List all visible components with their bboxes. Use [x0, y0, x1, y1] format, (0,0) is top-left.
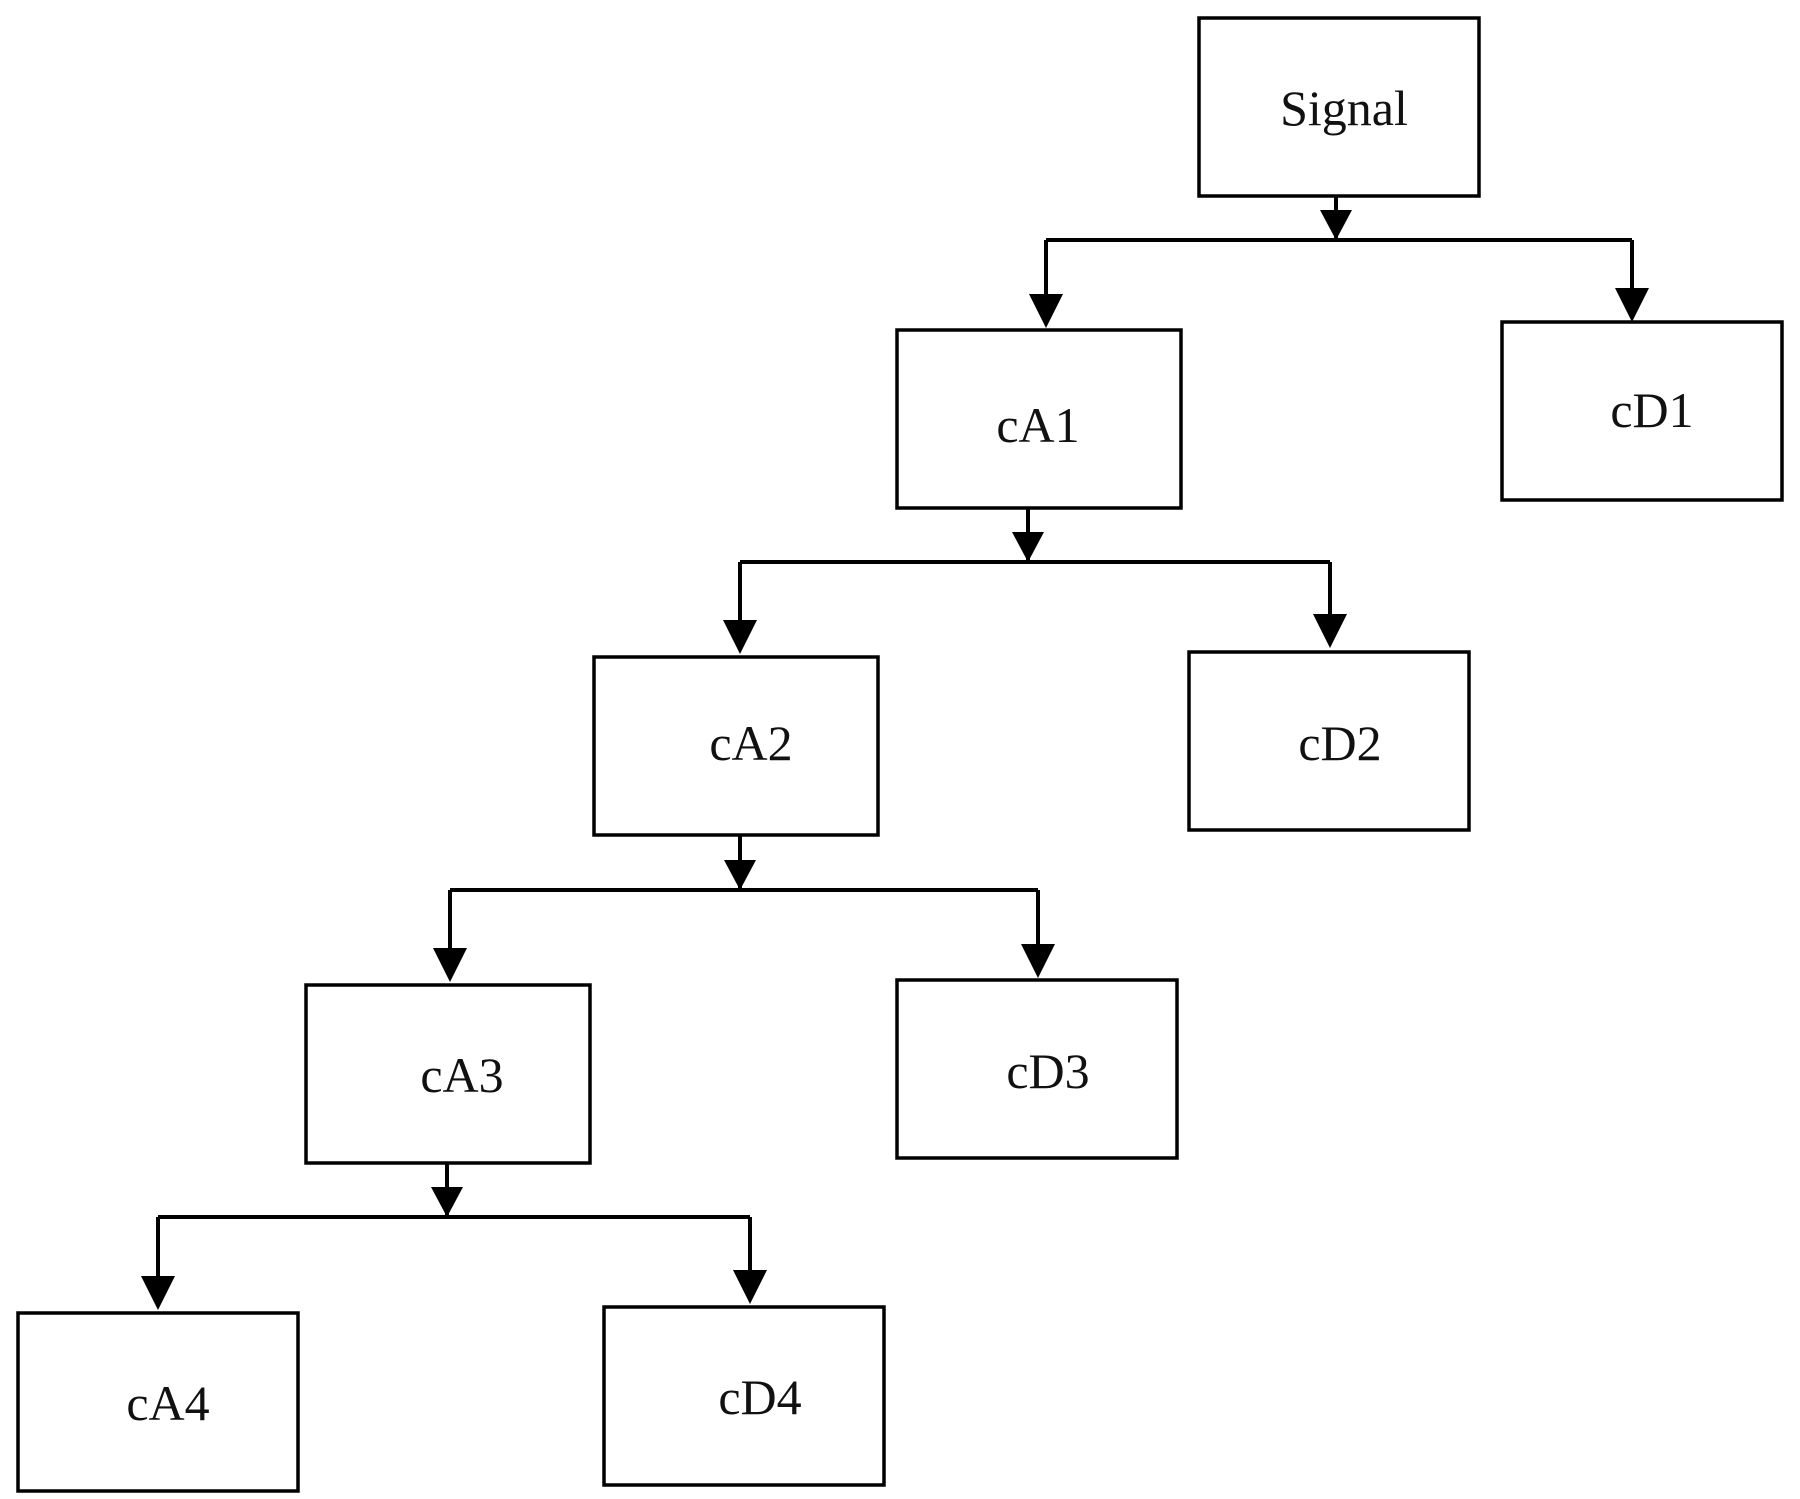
- node-cD1-box: [1500, 320, 1784, 502]
- node-cA2-label: cA2: [709, 715, 792, 771]
- node-cA1-box: [895, 328, 1183, 510]
- node-cD2: cD2: [1187, 650, 1471, 832]
- node-cA3-box: [304, 983, 592, 1165]
- arrowhead-cD4: [733, 1270, 767, 1304]
- arrowhead-signal-stem: [1320, 210, 1352, 240]
- node-cD3-box: [895, 978, 1179, 1160]
- node-cA3-label: cA3: [420, 1047, 503, 1103]
- arrowheads: [141, 210, 1649, 1310]
- node-cA1: cA1: [895, 328, 1183, 510]
- node-signal-box: [1197, 16, 1481, 198]
- node-signal: Signal: [1197, 16, 1481, 198]
- arrowhead-cA2-stem: [724, 860, 756, 890]
- node-cD4-label: cD4: [718, 1369, 801, 1425]
- node-cD3-label: cD3: [1006, 1043, 1089, 1099]
- arrowhead-cA2: [723, 620, 757, 654]
- node-cA4-box: [16, 1311, 300, 1493]
- node-cA1-label: cA1: [996, 397, 1079, 453]
- arrowhead-cA1-stem: [1012, 532, 1044, 562]
- node-cA3: cA3: [304, 983, 592, 1165]
- node-cA2: cA2: [592, 655, 880, 837]
- arrowhead-cA3: [433, 948, 467, 982]
- arrowhead-cD1: [1615, 288, 1649, 322]
- arrowhead-cA4: [141, 1276, 175, 1310]
- node-cA4-label: cA4: [126, 1375, 209, 1431]
- arrowhead-cA3-stem: [431, 1187, 463, 1217]
- node-signal-label: Signal: [1280, 80, 1408, 136]
- arrowhead-cA1: [1029, 294, 1063, 328]
- node-cD1: cD1: [1500, 320, 1784, 502]
- node-cD3: cD3: [895, 978, 1179, 1160]
- node-cD2-box: [1187, 650, 1471, 832]
- node-cD1-label: cD1: [1610, 382, 1693, 438]
- node-cD4: cD4: [602, 1305, 886, 1487]
- node-cD2-label: cD2: [1298, 715, 1381, 771]
- arrowhead-cD2: [1313, 614, 1347, 648]
- arrowhead-cD3: [1021, 944, 1055, 978]
- node-cA4: cA4: [16, 1311, 300, 1493]
- node-cD4-box: [602, 1305, 886, 1487]
- node-cA2-box: [592, 655, 880, 837]
